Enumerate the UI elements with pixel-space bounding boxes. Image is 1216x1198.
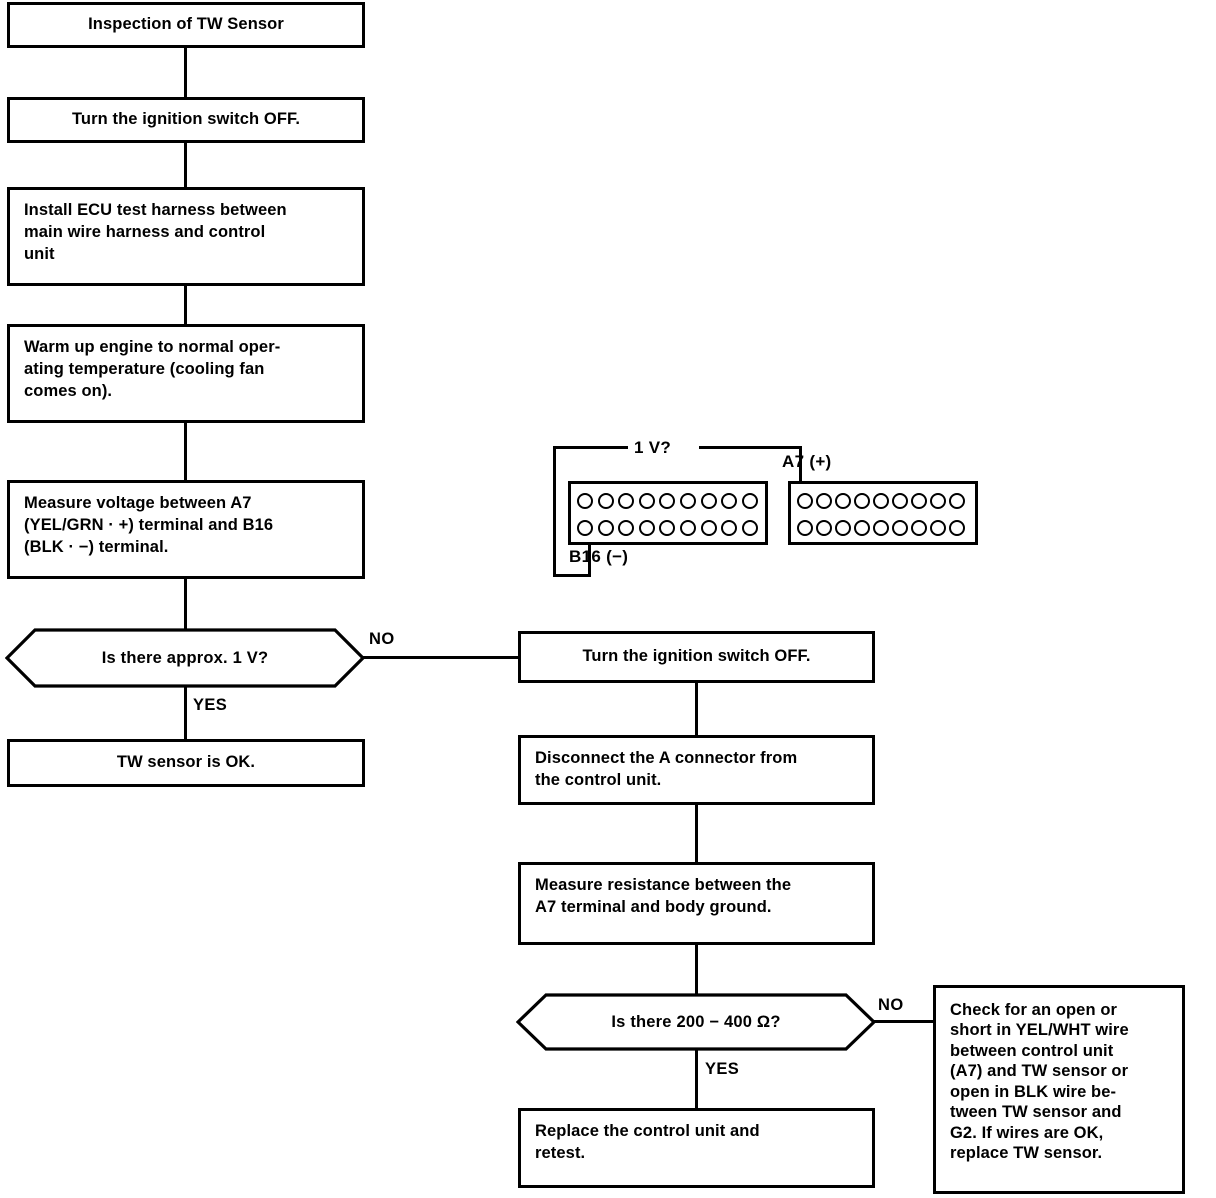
edge-ignoff1-to-harness <box>184 143 187 187</box>
pin[interactable] <box>949 493 965 509</box>
pin[interactable] <box>835 520 851 536</box>
pin[interactable] <box>949 520 965 536</box>
decision-voltage[interactable]: Is there approx. 1 V? <box>5 628 365 688</box>
node-install-harness[interactable]: Install ECU test harness between main wi… <box>7 187 365 286</box>
decision-voltage-label: Is there approx. 1 V? <box>101 648 269 667</box>
pin[interactable] <box>700 493 717 509</box>
bracket-bottom-horizontal <box>553 574 591 577</box>
edge-resistance-yes <box>695 1049 698 1108</box>
node-start-label: Inspection of TW Sensor <box>88 15 284 34</box>
node-check-wire-label: Check for an open or short in YEL/WHT wi… <box>950 1001 1129 1163</box>
decision-voltage-shape <box>5 628 365 688</box>
connector-b-row-1 <box>577 493 758 509</box>
connector-b-row-2 <box>577 520 758 536</box>
node-warm-up-engine-label: Warm up engine to normal oper- ating tem… <box>24 338 281 400</box>
pin[interactable] <box>741 520 758 536</box>
edge-resistance-no <box>873 1020 935 1023</box>
pin[interactable] <box>721 493 738 509</box>
pin[interactable] <box>659 493 676 509</box>
branch-label-voltage-yes: YES <box>193 696 228 714</box>
pin[interactable] <box>597 493 614 509</box>
node-ignition-off-2[interactable]: Turn the ignition switch OFF. <box>518 631 875 683</box>
pin[interactable] <box>638 520 655 536</box>
edge-ignoff2-to-disconnect <box>695 683 698 735</box>
edge-harness-to-warmup <box>184 286 187 324</box>
pin[interactable] <box>911 493 927 509</box>
node-measure-resistance-label: Measure resistance between the A7 termin… <box>535 876 792 916</box>
pin[interactable] <box>873 493 889 509</box>
pin[interactable] <box>618 493 635 509</box>
node-measure-voltage[interactable]: Measure voltage between A7 (YEL/GRN · +)… <box>7 480 365 579</box>
connector-a-row-1 <box>797 493 965 509</box>
bracket-top-left-horizontal <box>553 446 628 449</box>
pin[interactable] <box>721 520 738 536</box>
pin[interactable] <box>577 493 593 509</box>
branch-label-resistance-no: NO <box>878 996 904 1014</box>
node-ignition-off-1[interactable]: Turn the ignition switch OFF. <box>7 97 365 143</box>
node-warm-up-engine[interactable]: Warm up engine to normal oper- ating tem… <box>7 324 365 423</box>
pin[interactable] <box>659 520 676 536</box>
decision-resistance-label: Is there 200 − 400 Ω? <box>611 1012 781 1031</box>
connector-a-row-2 <box>797 520 965 536</box>
node-ignition-off-1-label: Turn the ignition switch OFF. <box>71 110 301 129</box>
decision-resistance[interactable]: Is there 200 − 400 Ω? <box>516 993 876 1051</box>
node-start[interactable]: Inspection of TW Sensor <box>7 2 365 48</box>
node-measure-resistance[interactable]: Measure resistance between the A7 termin… <box>518 862 875 945</box>
pin[interactable] <box>816 520 832 536</box>
pin[interactable] <box>854 493 870 509</box>
pin[interactable] <box>873 520 889 536</box>
decision-resistance-shape <box>516 993 876 1051</box>
bracket-right-vertical-to-a7 <box>799 446 802 464</box>
node-tw-sensor-ok-label: TW sensor is OK. <box>116 753 256 772</box>
edge-disconnect-to-measure-resistance <box>695 805 698 862</box>
a7-leader-line <box>799 464 802 494</box>
node-disconnect-a-connector-label: Disconnect the A connector from the cont… <box>535 749 798 789</box>
connector-a7-label: A7 (+) <box>782 452 832 471</box>
pin[interactable] <box>892 520 908 536</box>
edge-warmup-to-measure-voltage <box>184 423 187 480</box>
pin[interactable] <box>930 520 946 536</box>
edge-measure-voltage-to-decision <box>184 579 187 629</box>
pin-b16[interactable] <box>577 520 593 536</box>
bracket-b16-vertical <box>588 532 591 577</box>
node-disconnect-a-connector[interactable]: Disconnect the A connector from the cont… <box>518 735 875 805</box>
node-measure-voltage-label: Measure voltage between A7 (YEL/GRN · +)… <box>24 494 274 556</box>
node-ignition-off-2-label: Turn the ignition switch OFF. <box>582 647 811 666</box>
edge-start-to-ignoff1 <box>184 48 187 97</box>
pin[interactable] <box>797 520 813 536</box>
node-replace-control-unit-label: Replace the control unit and retest. <box>535 1122 760 1162</box>
node-install-harness-label: Install ECU test harness between main wi… <box>24 201 287 263</box>
pin[interactable] <box>892 493 908 509</box>
pin[interactable] <box>930 493 946 509</box>
branch-label-resistance-yes: YES <box>705 1060 740 1078</box>
pin[interactable] <box>679 493 696 509</box>
connector-block-b[interactable] <box>568 481 768 545</box>
node-replace-control-unit[interactable]: Replace the control unit and retest. <box>518 1108 875 1188</box>
pin[interactable] <box>597 520 614 536</box>
branch-label-voltage-no: NO <box>369 630 395 648</box>
pin-a7[interactable] <box>797 493 813 509</box>
pin[interactable] <box>638 493 655 509</box>
edge-voltage-yes <box>184 686 187 739</box>
pin[interactable] <box>700 520 717 536</box>
pin[interactable] <box>854 520 870 536</box>
edge-voltage-no <box>363 656 520 659</box>
node-check-wire[interactable]: Check for an open or short in YEL/WHT wi… <box>933 985 1185 1194</box>
pin[interactable] <box>911 520 927 536</box>
bracket-top-right-horizontal <box>699 446 802 449</box>
pin[interactable] <box>741 493 758 509</box>
bracket-left-vertical <box>553 446 556 577</box>
pin[interactable] <box>835 493 851 509</box>
pin[interactable] <box>816 493 832 509</box>
connector-measurement-label: 1 V? <box>634 438 672 457</box>
connector-block-a[interactable] <box>788 481 978 545</box>
pin[interactable] <box>618 520 635 536</box>
connector-b16-label: B16 (−) <box>569 547 629 566</box>
edge-measure-resistance-to-decision <box>695 945 698 995</box>
node-tw-sensor-ok[interactable]: TW sensor is OK. <box>7 739 365 787</box>
pin[interactable] <box>679 520 696 536</box>
